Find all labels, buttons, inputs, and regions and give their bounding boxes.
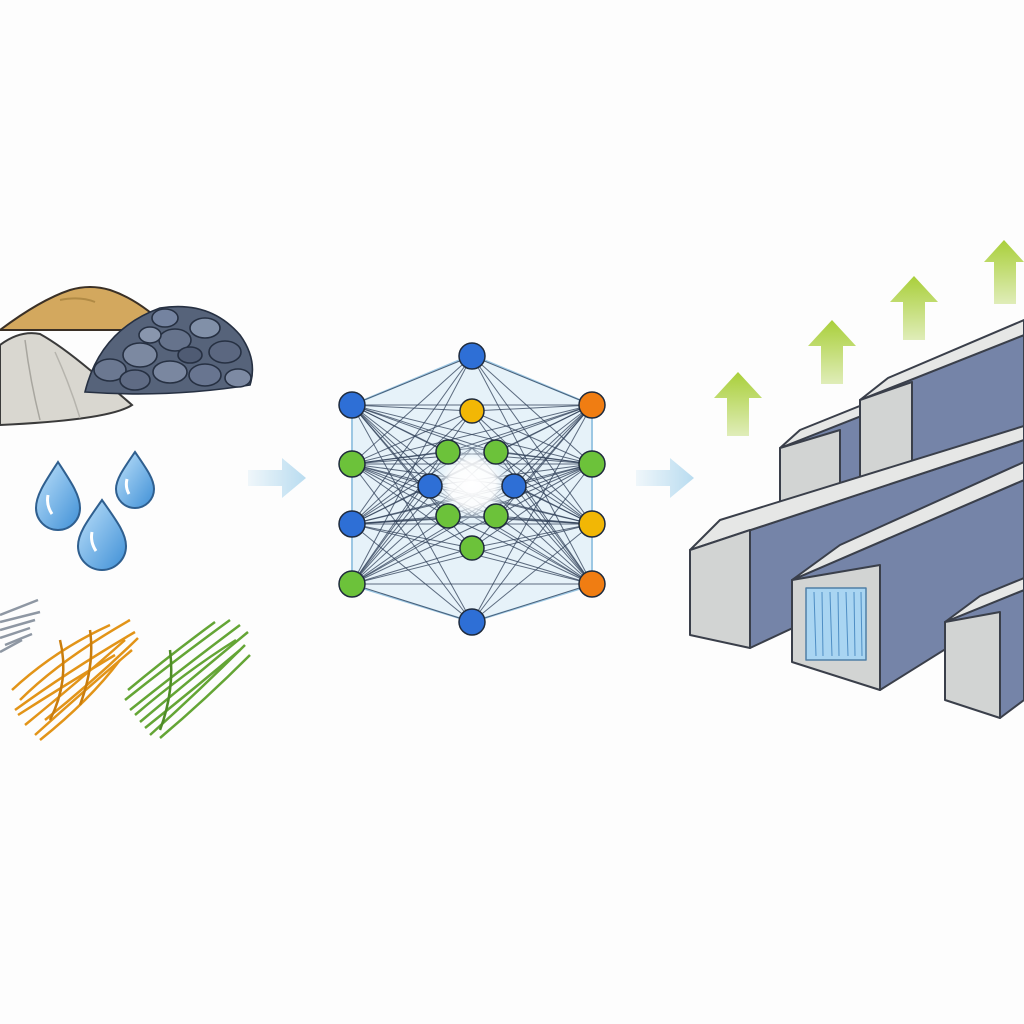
neural-network-icon (338, 342, 606, 636)
network-edge (351, 355, 473, 465)
gray-fiber-bundle-icon (0, 598, 41, 654)
orange-fiber-bundle-icon (11, 618, 139, 741)
gravel-pile-icon (83, 305, 254, 395)
network-node (458, 342, 486, 370)
network-edge (351, 410, 473, 465)
network-edges (351, 355, 593, 623)
network-node (338, 391, 366, 419)
beam-front-right (944, 577, 1024, 719)
network-node (417, 473, 443, 499)
sand-pile-icon (0, 286, 173, 331)
network-edge (471, 355, 593, 406)
network-edge (351, 523, 473, 623)
network-node (578, 570, 606, 598)
network-edge (351, 404, 473, 623)
network-edge (351, 547, 473, 585)
network-edge (351, 463, 449, 517)
water-drop-icon (34, 450, 156, 571)
network-edge (471, 523, 593, 623)
flow-arrow-2 (636, 458, 694, 498)
network-node (435, 503, 461, 529)
network-edge (471, 583, 593, 623)
network-node (459, 535, 485, 561)
network-edge (471, 547, 593, 585)
network-node (338, 450, 366, 478)
network-edge (471, 355, 593, 525)
network-edge (351, 463, 473, 549)
strength-arrows (714, 240, 1024, 436)
network-edge (351, 355, 473, 406)
network-edge (351, 404, 593, 465)
network-edge (351, 583, 473, 623)
green-fiber-bundle-icon (124, 618, 251, 739)
network-node (578, 450, 606, 478)
network-nodes (338, 342, 606, 636)
network-edge (471, 404, 593, 412)
network-edge (351, 355, 473, 525)
network-node (501, 473, 527, 499)
beam-center (791, 461, 1024, 691)
network-node (483, 503, 509, 529)
up-arrow-icon (808, 320, 856, 384)
network-node (459, 398, 485, 424)
network-node (338, 510, 366, 538)
network-edge (471, 523, 593, 549)
network-node (578, 391, 606, 419)
network-edge (471, 410, 593, 465)
network-node (338, 570, 366, 598)
network-edge (351, 485, 431, 525)
network-edge (471, 463, 593, 623)
network-edge (471, 355, 593, 585)
network-edge (351, 404, 473, 412)
network-edge (351, 355, 473, 585)
up-arrow-icon (890, 276, 938, 340)
network-edge (495, 463, 593, 517)
network-edge (471, 463, 593, 549)
up-arrow-icon (984, 240, 1024, 304)
network-edge (471, 404, 593, 623)
network-edge (513, 485, 593, 525)
concrete-beams-icon (689, 319, 1024, 719)
network-node (458, 608, 486, 636)
network-node (578, 510, 606, 538)
network-edge (495, 515, 593, 585)
network-edge (351, 515, 449, 585)
network-edge (513, 485, 593, 585)
network-edge (447, 515, 593, 585)
network-node (483, 439, 509, 465)
network-edge (351, 523, 473, 549)
network-edge (471, 355, 593, 465)
up-arrow-icon (714, 372, 762, 436)
network-edge (351, 463, 473, 623)
network-edge (351, 485, 431, 585)
network-node (435, 439, 461, 465)
flow-arrow-1 (248, 458, 306, 498)
